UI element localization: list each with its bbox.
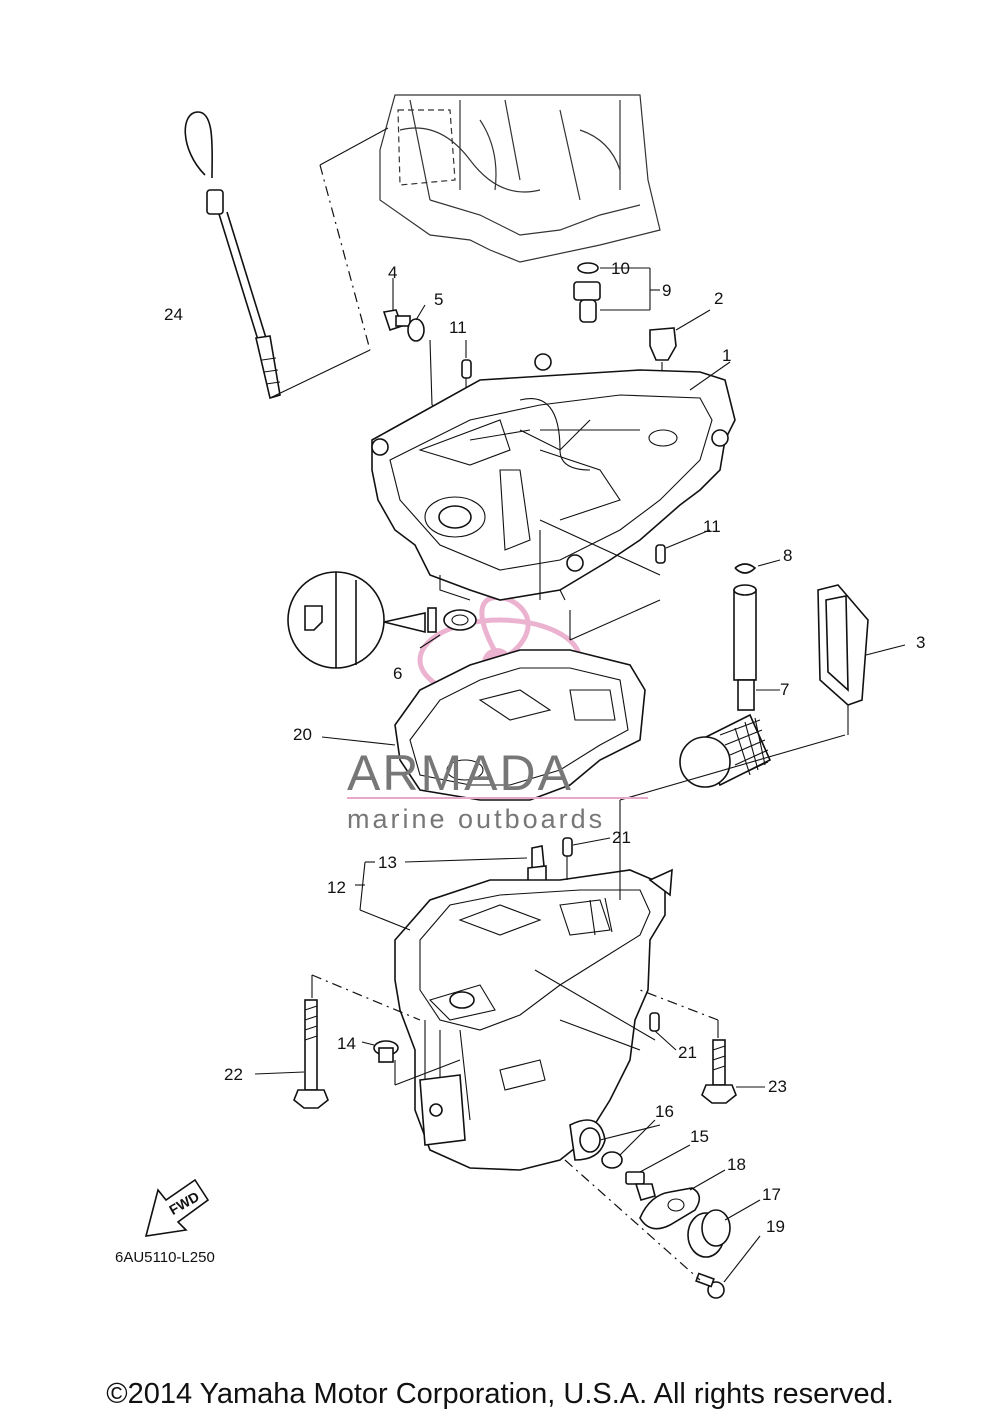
label-part-20: 20 (293, 725, 312, 744)
part-1-upper-casing (371, 353, 736, 601)
part-21-dowel-pins (562, 837, 677, 1051)
label-part-16: 16 (655, 1102, 674, 1121)
label-part-6: 6 (393, 664, 402, 683)
part-12-oil-pan (355, 734, 846, 1171)
label-part-13: 13 (378, 853, 397, 872)
part-22-long-bolt (254, 974, 421, 1109)
label-part-9: 9 (662, 281, 671, 300)
copyright-notice: ©2014 Yamaha Motor Corporation, U.S.A. A… (106, 1378, 894, 1410)
label-part-15: 15 (690, 1127, 709, 1146)
watermark-brand: ARMADA (347, 745, 573, 801)
label-part-1: 1 (722, 346, 731, 365)
label-part-2: 2 (714, 289, 723, 308)
part-15-to-19-drain-assembly (564, 1119, 761, 1299)
label-part-4: 4 (388, 263, 397, 282)
watermark-tagline: marine outboards (347, 804, 605, 834)
label-part-8: 8 (783, 546, 792, 565)
part-14-grommet (361, 1040, 461, 1086)
part-20-gasket (321, 599, 661, 801)
label-part-18: 18 (727, 1155, 746, 1174)
diagram-code: 6AU5110-L250 (115, 1249, 215, 1266)
label-part-21-upper: 21 (612, 828, 631, 847)
label-part-14: 14 (337, 1034, 356, 1053)
part-6-seal-detail (287, 571, 477, 669)
label-part-17: 17 (762, 1185, 781, 1204)
label-part-24: 24 (164, 305, 183, 324)
label-part-12: 12 (327, 878, 346, 897)
label-part-7: 7 (780, 680, 789, 699)
label-part-23: 23 (768, 1077, 787, 1096)
part-number-labels: 1 2 3 4 5 6 7 8 9 10 11 11 12 13 14 15 1… (164, 259, 925, 1236)
label-part-22: 22 (224, 1065, 243, 1084)
label-part-5: 5 (434, 290, 443, 309)
engine-block-reference (319, 94, 661, 351)
part-4-5-bolt-washer (382, 278, 471, 421)
label-part-11-lower: 11 (703, 517, 721, 536)
part-9-10-fitting (573, 262, 660, 323)
part-3-cover (817, 584, 906, 735)
part-23-bolt (639, 989, 765, 1104)
label-part-21-lower: 21 (678, 1043, 697, 1062)
fwd-direction-arrow: FWD (144, 1178, 210, 1237)
label-part-3: 3 (916, 633, 925, 652)
label-part-10: 10 (611, 259, 630, 278)
label-part-19: 19 (766, 1217, 785, 1236)
part-7-8-oil-strainer (679, 559, 781, 788)
part-24-oil-dipstick (184, 111, 371, 400)
label-part-11-upper: 11 (449, 318, 467, 337)
